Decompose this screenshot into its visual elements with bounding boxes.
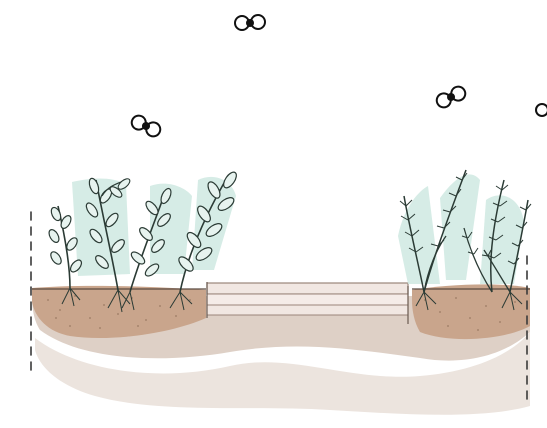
boardwalk-bottom-plank	[207, 305, 408, 315]
molecule-icon	[235, 15, 265, 30]
molecules	[129, 15, 547, 139]
molecule-icon	[434, 84, 467, 109]
boardwalk-top-plank	[207, 283, 408, 294]
right-planting-bed	[412, 284, 530, 339]
foliage-halo-right	[398, 174, 524, 284]
boardwalk-middle-plank	[207, 294, 408, 305]
molecule-icon	[536, 104, 547, 116]
molecule-icon	[129, 113, 162, 138]
